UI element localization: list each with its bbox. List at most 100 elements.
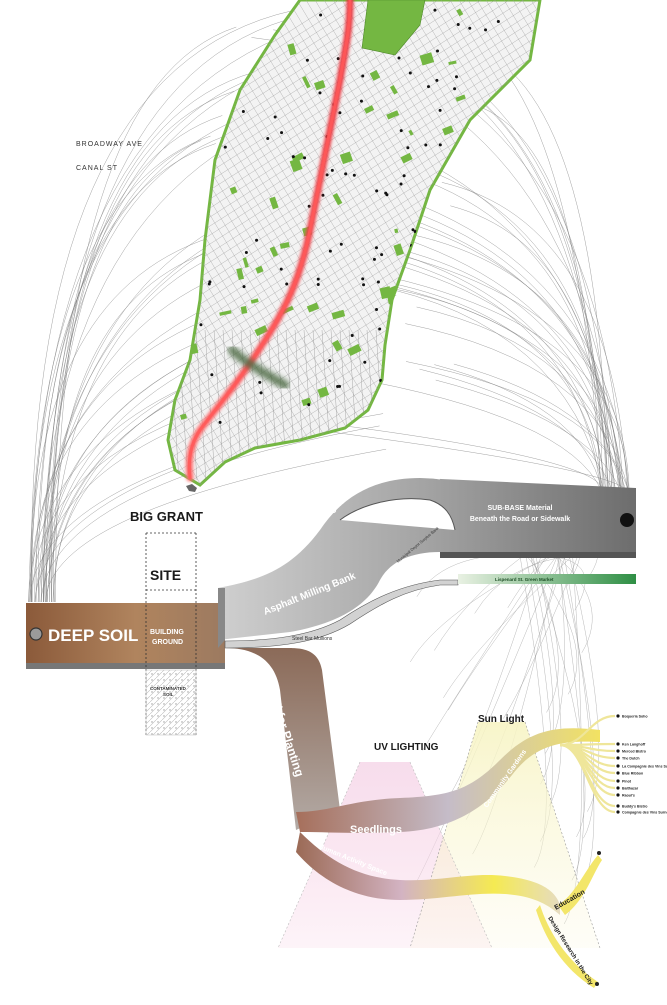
site-dot	[374, 246, 378, 250]
fan-line	[292, 426, 627, 491]
park-block	[387, 404, 394, 410]
fan-line	[450, 205, 611, 491]
site-dot	[424, 143, 428, 147]
park-block	[240, 306, 248, 314]
site-dot	[413, 229, 417, 233]
site-dot	[273, 115, 277, 119]
park-block	[332, 193, 343, 206]
site-dot	[399, 182, 403, 186]
park-block	[302, 75, 311, 89]
site-dot	[303, 156, 307, 160]
site-dot	[402, 174, 406, 178]
site-dot	[316, 282, 320, 286]
site-dot	[189, 79, 193, 83]
site-dot	[411, 402, 415, 406]
site-dot	[316, 277, 320, 281]
destination-branch	[559, 743, 616, 814]
fan-line	[434, 555, 524, 651]
site-dot	[472, 223, 476, 227]
site-dot	[439, 208, 443, 212]
site-dot	[456, 23, 460, 27]
site-dot	[362, 283, 366, 287]
site-dot	[218, 26, 222, 30]
destination-dot	[616, 714, 620, 718]
destination-label: Compagnie des Vins Surnaturels	[622, 811, 667, 815]
destination-label: Raoul's	[622, 794, 635, 798]
sub-base-node	[620, 513, 634, 527]
map-legend: BROADWAY AVE CANAL ST	[29, 140, 143, 172]
park-block	[324, 445, 331, 454]
fan-line	[45, 449, 387, 603]
site-dot	[428, 373, 432, 377]
site-dot	[380, 253, 384, 257]
destination-dot	[616, 779, 620, 783]
site-dot	[199, 323, 203, 327]
green-market-label: Lispenard St. Green Market	[495, 577, 554, 582]
deep-soil-flow	[26, 603, 225, 663]
site-dot	[276, 15, 280, 19]
sun-light-label: Sun Light	[478, 714, 525, 725]
bottom-branch-flow	[536, 905, 598, 988]
site-dot	[458, 286, 462, 290]
sub-base-label: SUB-BASE Material	[488, 505, 553, 512]
site-dot	[280, 131, 284, 135]
park-block	[386, 110, 400, 120]
fan-line	[559, 555, 595, 839]
park-block	[180, 279, 189, 291]
site-dot	[496, 19, 500, 23]
fan-line	[530, 555, 554, 785]
park-block	[448, 60, 457, 66]
park-block	[181, 9, 190, 17]
site-dot	[438, 143, 442, 147]
destination-label: The Dutch	[622, 757, 640, 761]
destination-label: Boqueria Soho	[622, 715, 648, 719]
small-bank-island	[339, 498, 456, 531]
destination-label: Balthazar	[622, 787, 639, 791]
site-dot	[375, 308, 379, 312]
site-dot	[241, 16, 245, 20]
destination-dot	[616, 810, 620, 814]
fan-line	[410, 555, 551, 663]
site-dot	[285, 282, 289, 286]
park-block	[279, 242, 290, 249]
site-dot	[440, 361, 444, 365]
site-dot	[203, 118, 207, 122]
legend-canal-label: CANAL ST	[76, 165, 118, 172]
park-block	[392, 315, 399, 326]
park-block	[401, 425, 414, 435]
site-dot	[201, 166, 205, 170]
park-block	[468, 358, 481, 370]
fan-line	[419, 368, 613, 491]
steel-bar-flow	[224, 579, 459, 649]
site-dot	[426, 85, 430, 89]
park-block	[182, 270, 197, 281]
site-dot	[258, 380, 262, 384]
site-dot	[433, 8, 437, 12]
park-block	[426, 410, 441, 422]
sub-base-bundle-flow	[218, 478, 636, 640]
destination-dot	[616, 771, 620, 775]
legend-broadway-label: BROADWAY AVE	[76, 141, 143, 148]
park-block	[339, 151, 353, 165]
park-block	[442, 125, 454, 136]
site-dot	[416, 416, 420, 420]
site-dot	[339, 242, 343, 246]
park-block	[418, 394, 427, 406]
destination-dot	[616, 764, 620, 768]
fan-line	[535, 555, 562, 807]
park-block	[379, 286, 393, 300]
site-dot	[403, 343, 407, 347]
site-dot	[406, 268, 410, 272]
site-dot	[319, 13, 323, 17]
site-dot	[441, 190, 445, 194]
bank-separator	[254, 474, 441, 577]
park-block	[455, 94, 466, 102]
sub-base-sublabel: Beneath the Road or Sidewalk	[470, 516, 570, 523]
destination-label: Blue Ribbon	[622, 772, 643, 776]
site-dot	[328, 249, 332, 253]
site-dot	[468, 26, 472, 30]
fan-line	[556, 555, 593, 653]
park-block	[393, 243, 404, 257]
fan-line	[49, 140, 202, 603]
park-block	[394, 228, 399, 234]
